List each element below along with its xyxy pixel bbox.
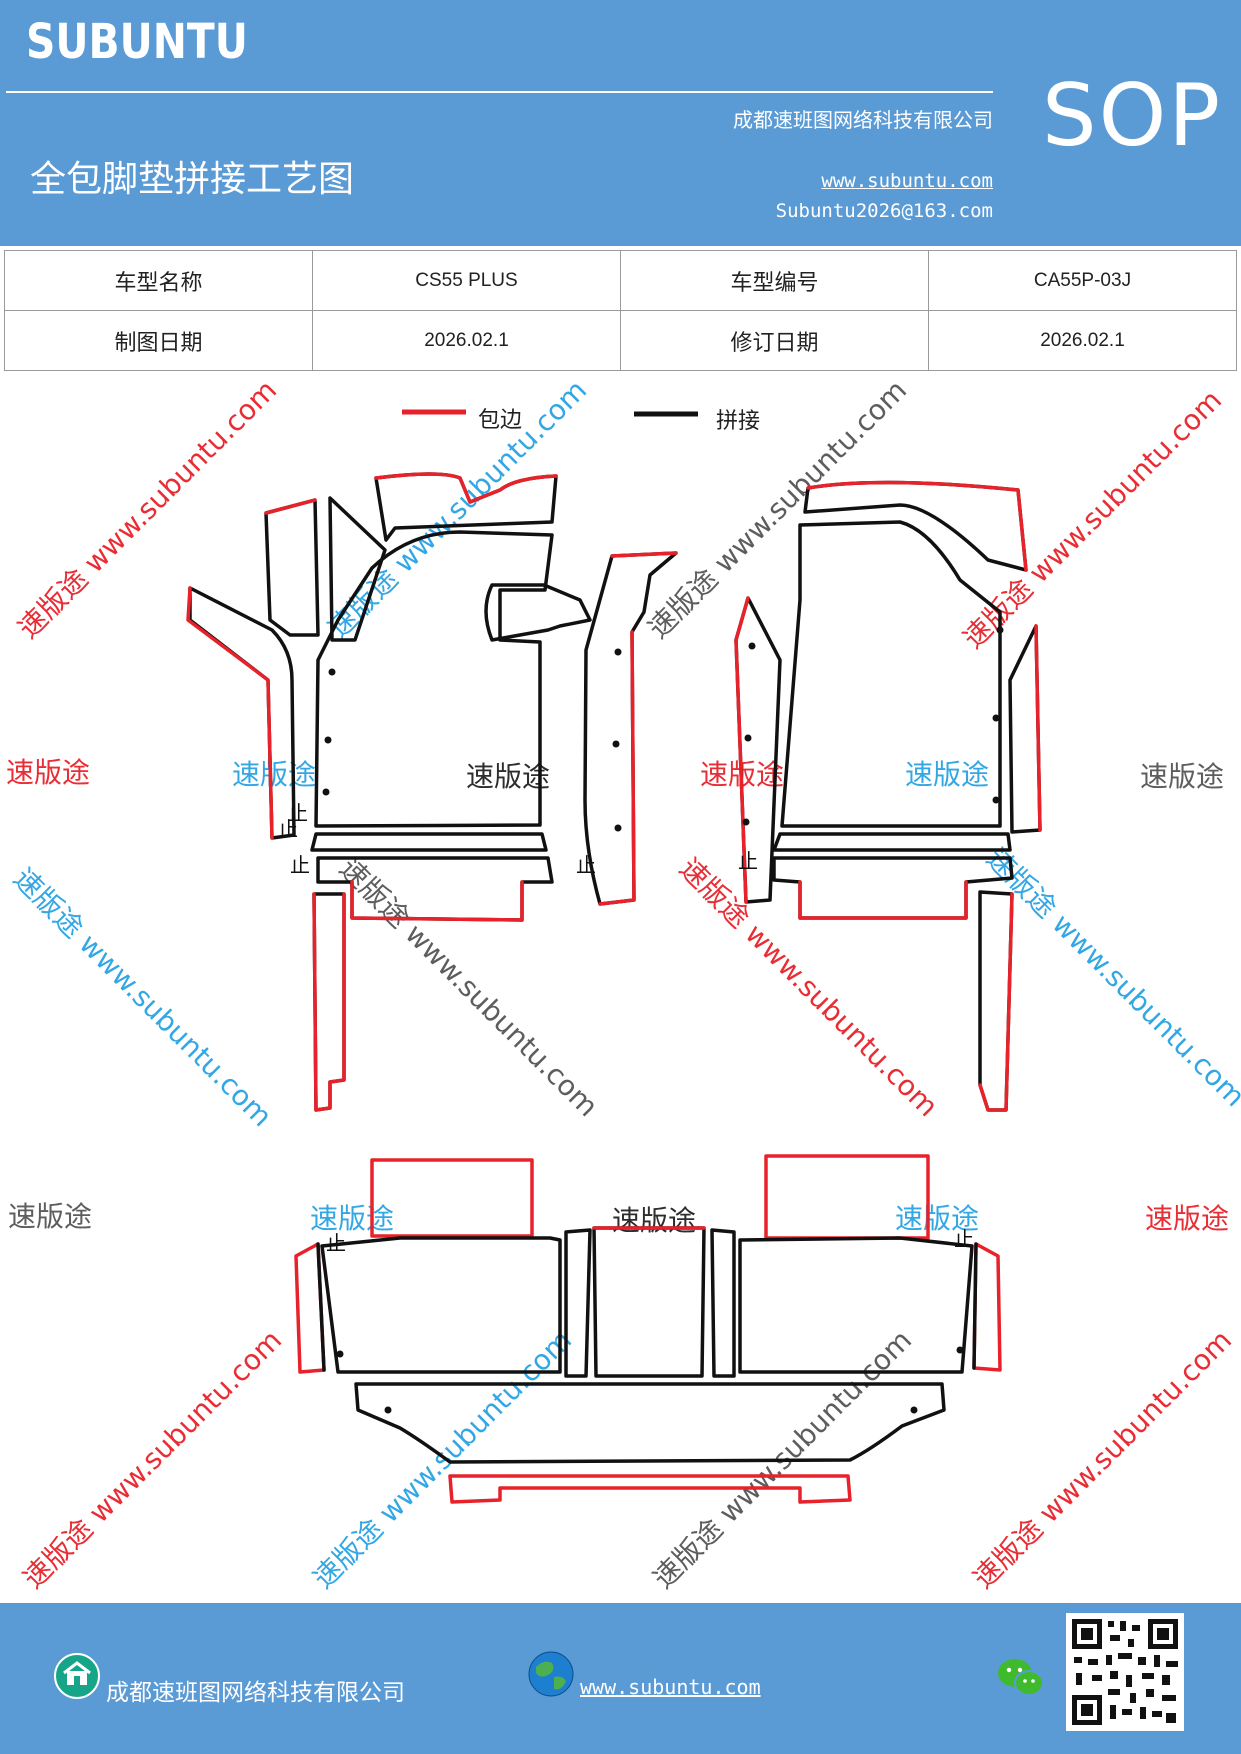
rear-tunnel-bar [354,1382,946,1464]
driver-upper-left-edge [264,498,317,515]
passenger-side-strip-edge [978,892,1014,1112]
center-tunnel-strip [583,551,678,906]
rear-left-flap [370,1158,534,1238]
rear-mat-group [294,1154,1002,1504]
watermark-brand: 速版途 [6,756,90,789]
stop-mark: 止 [288,801,308,825]
stop-mark: 止 [290,853,310,877]
rear-left-main [320,1236,562,1374]
watermark-diag: 速版途 www.subuntu.com [12,373,284,645]
watermark-diag: 速版途 www.subuntu.com [980,842,1241,1114]
footer-company: 成都速班图网络科技有限公司 [106,1680,405,1706]
header-email[interactable]: Subuntu2026@163.com [775,200,993,222]
stop-mark: 止 [576,853,596,877]
driver-top-edge [374,472,558,504]
watermark-brand: 速版途 [310,1202,394,1235]
driver-upper-left-panel [264,498,320,637]
model-code-value: CA55P-03J [928,250,1237,311]
watermark-brand: 速版途 [1140,760,1224,793]
center-tunnel-edge [598,551,678,906]
draw-date-value: 2026.02.1 [312,310,621,371]
passenger-main-mat [780,520,1002,828]
mount-holes [322,626,1004,1414]
revise-date-value: 2026.02.1 [928,310,1237,371]
home-icon [54,1653,100,1699]
watermark-brand: 速版途 [905,758,989,791]
stop-marks: 止 止 止 止 止 止 止 [278,801,974,1255]
legend: 包边 拼接 [402,408,760,434]
rear-center-strip-l [564,1228,592,1378]
page-title: 全包脚垫拼接工艺图 [30,159,355,200]
info-table: 车型名称 CS55 PLUS 车型编号 CA55P-03J 制图日期 2026.… [4,250,1237,371]
header-website-link[interactable]: www.subuntu.com [821,170,993,192]
rear-right-side-inner [972,1242,978,1370]
driver-main-mat [314,530,554,828]
rear-right-side [972,1242,1002,1372]
driver-side-strip [312,892,346,1112]
watermark-diag: 速版途 www.subuntu.com [967,1323,1239,1595]
watermark-brand: 速版途 [612,1204,696,1237]
watermark-brand: 速版途 [8,1200,92,1233]
watermark-brand: 速版途 [1145,1202,1229,1235]
driver-left-strip-edge [186,586,274,840]
passenger-bottom-panel [772,856,1014,920]
rear-right-flap [764,1154,930,1240]
driver-heel-pad [484,583,592,642]
watermark-diag: 速版途 www.subuntu.com [17,1323,289,1595]
stop-mark: 止 [278,817,298,841]
passenger-left-edge [734,596,750,904]
globe-icon [528,1651,574,1697]
passenger-right-edge [1034,624,1042,832]
stop-mark: 止 [738,849,758,873]
table-row: 车型名称 CS55 PLUS 车型编号 CA55P-03J [4,250,1237,311]
brand-logo: SUBUNTU [26,14,248,70]
header-company: 成都速班图网络科技有限公司 [733,108,993,132]
watermark-diag: 速版途 www.subuntu.com [673,852,945,1124]
revise-date-label: 修订日期 [620,310,929,371]
rear-center-main [592,1226,706,1378]
driver-wedge-panel [328,496,387,642]
watermark-brand: 速版途 [466,760,550,793]
legend-join-label: 拼接 [716,409,760,434]
stop-mark: 止 [326,1231,346,1255]
header-banner: SUBUNTU 成都速班图网络科技有限公司 全包脚垫拼接工艺图 www.subu… [0,0,1241,246]
footer-website-link[interactable]: www.subuntu.com [580,1675,761,1699]
rear-bottom-strip [448,1474,852,1504]
passenger-mat-group [734,480,1042,1112]
rear-center-strip-r [710,1228,736,1378]
passenger-top-edge [806,480,1028,572]
mat-diagram: 包边 拼接 速版途 www.subuntu.com 速版途 www.subunt… [6,373,1241,1595]
model-name-label: 车型名称 [4,250,313,311]
rear-right-main [738,1236,974,1374]
model-code-label: 车型编号 [620,250,929,311]
watermark-brand: 速版途 [232,758,316,791]
passenger-top-panel [803,480,1028,572]
watermark-diag: 速版途 www.subuntu.com [307,1323,579,1595]
stop-mark: 止 [954,1227,974,1251]
driver-bar-1 [310,832,548,852]
watermark-diag: 速版途 www.subuntu.com [7,862,279,1134]
watermark-diag: 速版途 www.subuntu.com [957,383,1229,655]
draw-date-label: 制图日期 [4,310,313,371]
watermark-brand: 速版途 [895,1202,979,1235]
doc-type-label: SOP [1042,66,1223,166]
rear-left-side-inner [316,1242,326,1372]
model-name-value: CS55 PLUS [312,250,621,311]
passenger-bottom-edge [798,880,968,920]
watermark-diag: 速版途 www.subuntu.com [333,852,605,1124]
qr-code[interactable] [1066,1613,1184,1731]
passenger-bar-1 [772,832,1012,852]
driver-side-strip-edge [312,892,346,1112]
header-divider [6,91,993,93]
table-row: 制图日期 2026.02.1 修订日期 2026.02.1 [4,310,1237,371]
driver-mat-group [186,472,678,1112]
legend-edge-label: 包边 [478,408,522,433]
footer-banner: 成都速班图网络科技有限公司 www.subuntu.com [0,1603,1241,1754]
wechat-icon[interactable] [996,1655,1046,1701]
driver-bottom-edge [350,880,524,922]
